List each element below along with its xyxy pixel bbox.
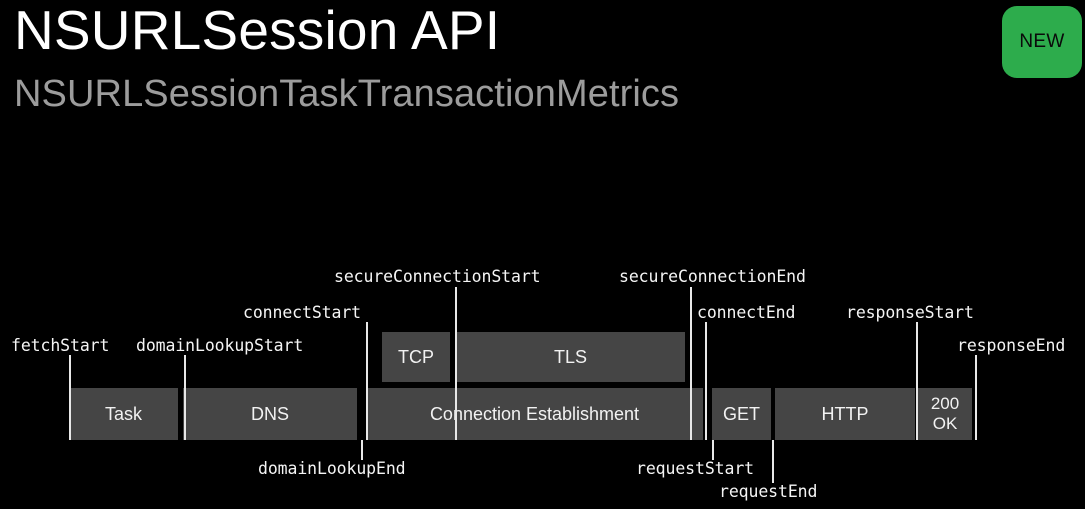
timeline-label-domainLookupStart: domainLookupStart bbox=[136, 336, 304, 355]
timeline-bar-http: HTTP bbox=[775, 388, 915, 440]
timeline-label-fetchStart: fetchStart bbox=[11, 336, 110, 355]
timeline-bar-tcp: TCP bbox=[382, 332, 450, 382]
timeline-tick-secureConnectionEnd bbox=[690, 287, 692, 440]
timeline-label-requestEnd: requestEnd bbox=[719, 482, 818, 501]
page-title: NSURLSession API bbox=[14, 0, 501, 61]
timeline-bar-task: Task bbox=[69, 388, 178, 440]
timeline-bar-get: GET bbox=[712, 388, 771, 440]
timeline-tick-responseStart bbox=[916, 322, 918, 440]
status-badge: NEW bbox=[1002, 6, 1082, 78]
status-badge-label: NEW bbox=[1019, 31, 1065, 52]
timeline-tick-responseEnd bbox=[975, 355, 977, 440]
timeline-label-secureConnectionEnd: secureConnectionEnd bbox=[619, 267, 806, 286]
timeline-label-requestStart: requestStart bbox=[636, 459, 755, 478]
timeline-bar-status-200-ok: 200 OK bbox=[918, 388, 972, 440]
timeline-tick-connectEnd bbox=[705, 322, 707, 440]
timeline-tick-connectStart bbox=[366, 322, 368, 440]
timeline-tick-fetchStart bbox=[69, 355, 71, 440]
timeline-tick-requestStart bbox=[712, 440, 714, 460]
timeline-label-connectEnd: connectEnd bbox=[697, 303, 796, 322]
timeline-tick-domainLookupStart bbox=[184, 355, 186, 440]
timeline-tick-secureConnectionStart bbox=[455, 287, 457, 440]
timeline-label-responseStart: responseStart bbox=[846, 303, 974, 322]
timeline-bar-dns: DNS bbox=[183, 388, 357, 440]
timeline-bar-connection-establishment: Connection Establishment bbox=[366, 388, 703, 440]
timeline-tick-domainLookupEnd bbox=[361, 440, 363, 460]
timeline-bar-tls: TLS bbox=[456, 332, 685, 382]
page-subtitle: NSURLSessionTaskTransactionMetrics bbox=[14, 73, 680, 115]
timeline-label-domainLookupEnd: domainLookupEnd bbox=[258, 459, 406, 478]
timeline-label-secureConnectionStart: secureConnectionStart bbox=[334, 267, 541, 286]
timeline-label-connectStart: connectStart bbox=[243, 303, 362, 322]
timeline-label-responseEnd: responseEnd bbox=[957, 336, 1066, 355]
timeline-tick-requestEnd bbox=[772, 440, 774, 483]
